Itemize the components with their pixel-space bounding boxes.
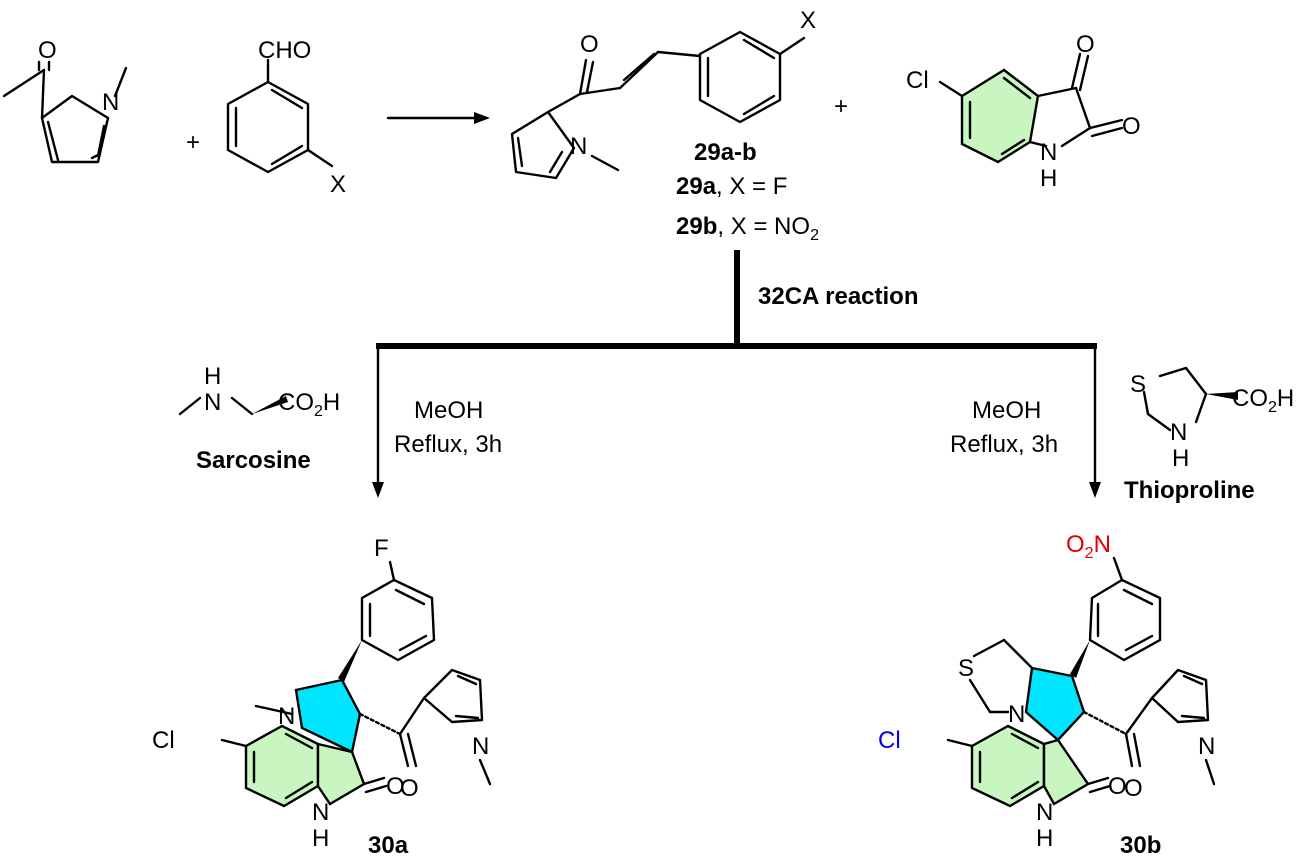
benzene-ring-highlight (244, 724, 320, 808)
sarcosine-structure: H N CO2H (178, 363, 340, 420)
isatin-chloro-label: Cl (906, 67, 929, 94)
variant-b-text: , X = NO (717, 213, 810, 240)
svg-text:29a, X = F: 29a, X = F (676, 173, 787, 200)
isatin-h-label: H (1040, 165, 1057, 192)
acetyl-oxygen-label: O (38, 37, 57, 64)
variant-a-text: , X = F (716, 173, 787, 200)
lactam-ring-highlight (316, 742, 366, 806)
lactam-ring-highlight (1042, 738, 1090, 806)
chalcone-compound-id: 29a-b (694, 139, 757, 166)
thioproline-h-label: H (1172, 445, 1189, 472)
isatin-oxygen-label-1: O (1076, 31, 1095, 58)
chalcone-o-label: O (580, 31, 599, 58)
left-solvent-label: MeOH (414, 397, 483, 424)
chalcone-structure: N O X (510, 7, 816, 180)
product-b-pyrrole-n-label: N (1198, 733, 1215, 760)
product-b-nh-n-label: N (1036, 799, 1053, 826)
acetylpyrrole-structure: O N (2, 37, 128, 164)
isatin-oxygen-label-2: O (1122, 113, 1141, 140)
plus-sign: + (834, 93, 848, 120)
thioproline-n-label: N (1170, 419, 1187, 446)
product-b-compound-id: 30b (1120, 832, 1161, 859)
sarcosine-h-label: H (204, 363, 221, 390)
chalcone-variant-a: 29a, X = F (676, 173, 787, 200)
chalcone-variant-b: 29b, X = NO2 (676, 213, 819, 244)
svg-text:29b, X = NO2: 29b, X = NO2 (676, 213, 819, 244)
benzene-ring-highlight (970, 724, 1046, 808)
benzaldehyde-structure: CHO X (226, 37, 346, 198)
branching-arrow (372, 250, 1101, 498)
aldehyde-substituent-x: X (330, 171, 346, 198)
product-a-chloro-label: Cl (152, 727, 175, 754)
thioproline-s-label: S (1130, 371, 1146, 398)
product-a-nh-h-label: H (312, 825, 329, 852)
chalcone-n-label: N (570, 133, 587, 160)
reaction-type-label: 32CA reaction (758, 283, 919, 310)
product-a-compound-id: 30a (368, 832, 409, 859)
left-condition-label: Reflux, 3h (394, 431, 502, 458)
sarcosine-n-label: N (204, 389, 221, 416)
product-a-n-methyl-label: N (278, 703, 295, 730)
product-b-nh-h-label: H (1036, 825, 1053, 852)
product-a-lactam-o-label: O (386, 773, 405, 800)
right-condition-label: Reflux, 3h (950, 431, 1058, 458)
product-b-ring-n-label: N (1008, 701, 1025, 728)
product-b-nitro-label: O2N (1066, 531, 1111, 562)
sarcosine-acid-label: CO2H (278, 389, 340, 420)
product-a-pyrrole-n-label: N (472, 733, 489, 760)
product-a-fluoro-label: F (374, 535, 389, 562)
pyrrole-nitrogen-label: N (102, 89, 119, 116)
variant-b-subscript: 2 (810, 227, 819, 244)
variant-a-id: 29a (676, 173, 717, 200)
product-a-ketone-o-label: O (400, 775, 419, 802)
sarcosine-name-label: Sarcosine (196, 447, 311, 474)
chloroisatin-structure: Cl O O N H (906, 31, 1141, 192)
product-30a-structure: F N O N O N H Cl (152, 535, 492, 852)
product-b-chloro-label: Cl (878, 727, 901, 754)
right-solvent-label: MeOH (972, 397, 1041, 424)
product-b-s-label: S (958, 655, 974, 682)
product-b-lactam-o-label: O (1108, 773, 1127, 800)
reaction-arrow (386, 112, 490, 124)
variant-b-id: 29b (676, 213, 717, 240)
product-30b-structure: O2N S N O N O N H Cl (878, 531, 1215, 852)
pyrrolidine-ring-highlight (294, 678, 362, 754)
thioproline-structure: S N H CO2H (1130, 366, 1294, 472)
chalcone-substituent-x: X (800, 7, 816, 34)
plus-sign: + (186, 129, 200, 156)
benzene-ring-highlight (960, 68, 1040, 164)
pyrrolidine-ring-highlight (1024, 666, 1086, 742)
product-b-ketone-o-label: O (1124, 775, 1143, 802)
thioproline-acid-label: CO2H (1232, 385, 1294, 416)
thioproline-name-label: Thioproline (1124, 477, 1255, 504)
isatin-n-label: N (1040, 139, 1057, 166)
aldehyde-group-label: CHO (258, 37, 311, 64)
product-a-nh-n-label: N (312, 799, 329, 826)
